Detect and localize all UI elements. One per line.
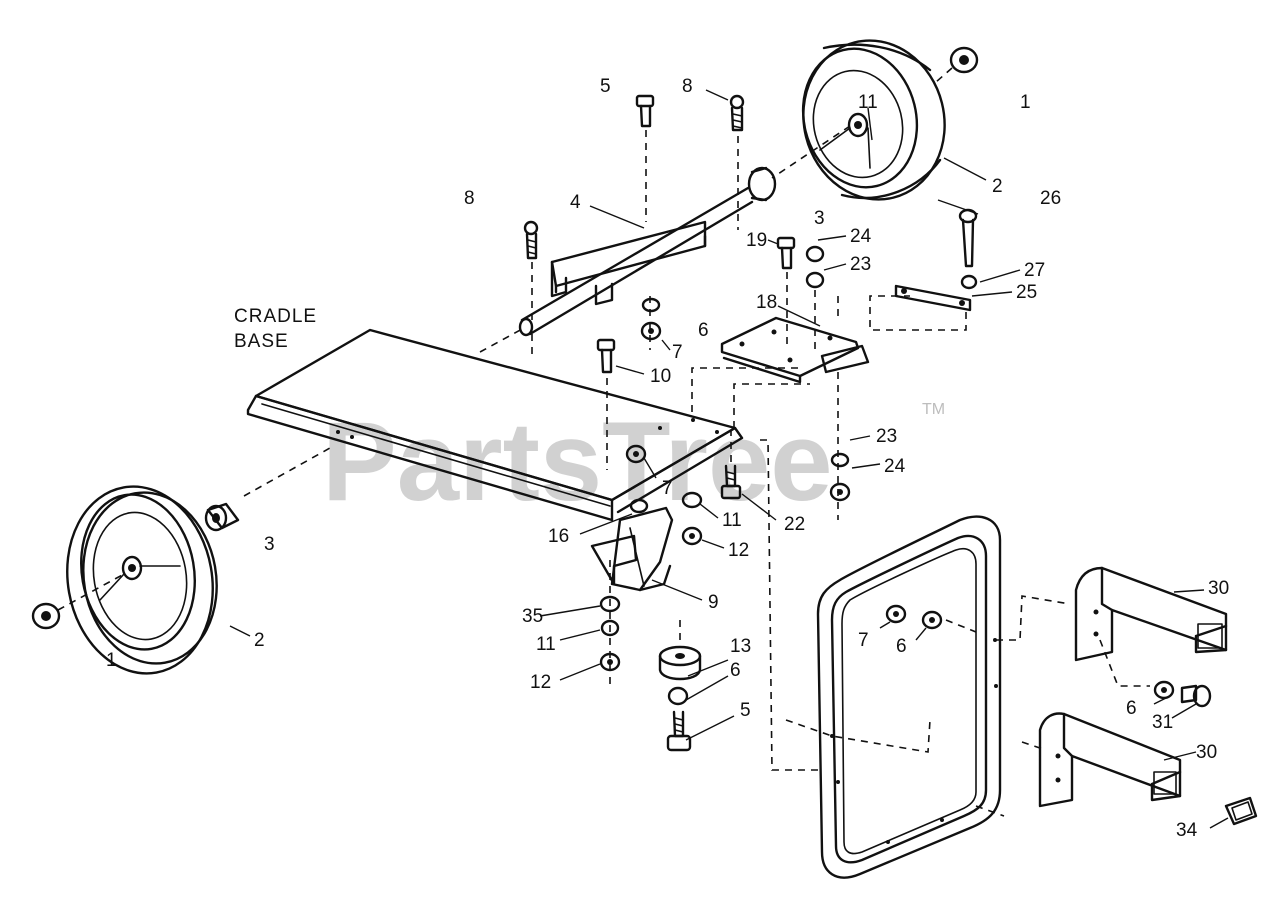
- watermark-trademark: TM: [922, 401, 945, 418]
- callout-7-mid: 7: [672, 342, 683, 363]
- cradle-base: [246, 328, 744, 522]
- callout-19: 19: [746, 230, 767, 251]
- callout-27: 27: [1024, 260, 1045, 281]
- dash-guide-9: [1099, 639, 1150, 687]
- handle-30-top: [1074, 566, 1228, 662]
- cradle-label-line2: BASE: [234, 331, 289, 352]
- axle-dash-mid: [243, 447, 331, 497]
- callout-30-low: 30: [1196, 742, 1217, 763]
- wheel-left: [66, 485, 218, 675]
- callout-35: 35: [522, 606, 543, 627]
- callout-3-mid: 3: [814, 208, 825, 229]
- handle-frame: [816, 515, 1002, 879]
- callout-11-low: 11: [536, 634, 556, 655]
- callout-10: 10: [650, 366, 671, 387]
- callout-24-low: 24: [884, 456, 906, 477]
- callout-16: 16: [548, 526, 569, 547]
- dash-guide-10: [975, 805, 1005, 817]
- dash-guide-4: [869, 295, 967, 331]
- washer-left: [31, 602, 61, 630]
- bolt-8-left: [523, 220, 539, 358]
- axle-dash-top: [771, 125, 851, 179]
- washer-top-right: [935, 46, 979, 83]
- callout-31: 31: [1152, 712, 1173, 733]
- nut-stack-low-right: [829, 372, 851, 520]
- callout-18: 18: [756, 292, 777, 313]
- nut-stack-11-12: [681, 491, 703, 546]
- callout-6-frame: 6: [896, 636, 907, 657]
- bolt-8-top: [729, 94, 745, 230]
- callout-26: 26: [1040, 188, 1061, 209]
- dash-guide-8: [1021, 741, 1047, 751]
- callout-2-left: 2: [254, 630, 265, 651]
- bolt-22: [720, 430, 742, 500]
- bumper-13-stack: [658, 620, 702, 752]
- nut-stack-mid: [640, 296, 662, 350]
- callout-5-top: 5: [600, 76, 611, 97]
- nut-7-16: [625, 444, 649, 514]
- part-callouts: 1 2 11 5 8 8 4 3 24 23 19 26 27 25 18 6 …: [106, 76, 1229, 841]
- callout-13: 13: [730, 636, 751, 657]
- callout-6-low: 6: [730, 660, 741, 681]
- callout-4: 4: [570, 192, 581, 213]
- end-cap-34: [1224, 796, 1258, 826]
- handle-30-low: [1038, 712, 1182, 808]
- callout-12-mid: 12: [728, 540, 749, 561]
- axle-dash-base: [479, 327, 525, 353]
- callout-12-low: 12: [530, 672, 551, 693]
- callout-8-left: 8: [464, 188, 475, 209]
- bolt-31-stack: [1153, 680, 1212, 708]
- callout-25: 25: [1016, 282, 1037, 303]
- callout-6-mid: 6: [698, 320, 709, 341]
- callout-30-top: 30: [1208, 578, 1229, 599]
- callout-22: 22: [784, 514, 805, 535]
- callout-1-top: 1: [1020, 92, 1031, 113]
- bolt-10: [596, 338, 616, 470]
- nut-stack-low-left: [599, 560, 621, 690]
- bolt-26-stack: [958, 208, 978, 290]
- callout-7-low: 7: [662, 478, 673, 499]
- callout-1-left: 1: [106, 650, 117, 671]
- dash-guide-11: [945, 619, 977, 633]
- dash-guide-5: [760, 439, 818, 771]
- callout-3-left: 3: [264, 534, 275, 555]
- spacer-left: [204, 502, 240, 532]
- callout-2-top: 2: [992, 176, 1003, 197]
- dash-guide-1: [691, 367, 800, 412]
- callout-23-low: 23: [876, 426, 897, 447]
- link-bar: [894, 284, 972, 312]
- mount-plate: [720, 316, 870, 384]
- dash-guide-7: [996, 595, 1071, 641]
- cradle-base-label: CRADLE BASE: [234, 306, 317, 352]
- callout-5-low: 5: [740, 700, 751, 721]
- callout-6-right: 6: [1126, 698, 1137, 719]
- dash-guide-6: [785, 719, 931, 753]
- callout-9: 9: [708, 592, 719, 613]
- callout-23-top: 23: [850, 254, 871, 275]
- dash-guide-2: [733, 383, 810, 428]
- wheel-top-right: [801, 39, 946, 201]
- cradle-label-line1: CRADLE: [234, 306, 317, 327]
- axle-bracket: [518, 166, 777, 337]
- leader-lines: [229, 89, 1229, 829]
- callout-11-wheel: 11: [858, 92, 878, 113]
- bolt-5-top: [635, 94, 655, 222]
- callout-11-mid: 11: [722, 510, 742, 531]
- bolt-19: [776, 236, 796, 350]
- callout-7-frame: 7: [858, 630, 869, 651]
- callout-8-top: 8: [682, 76, 693, 97]
- nut-stack-top: [805, 245, 825, 350]
- callout-24-top: 24: [850, 226, 872, 247]
- callout-34: 34: [1176, 820, 1198, 841]
